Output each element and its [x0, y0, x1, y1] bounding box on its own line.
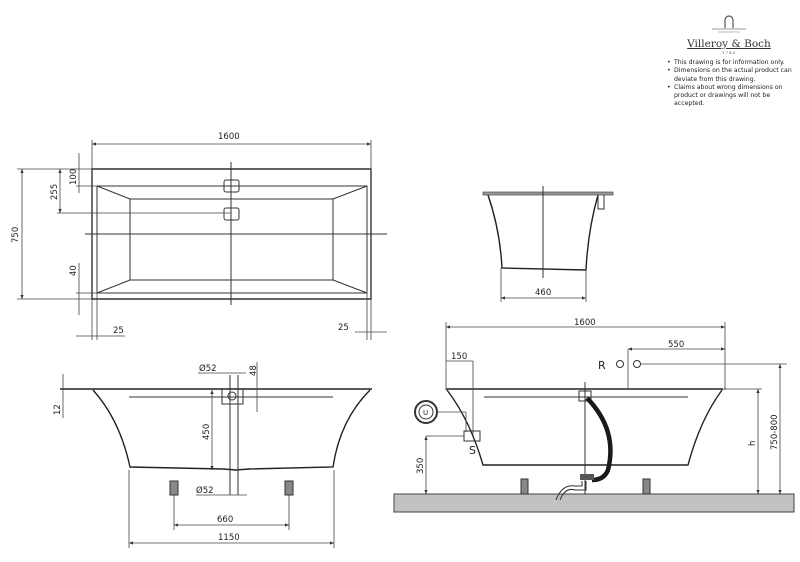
foot-icon: [520, 478, 529, 495]
label-s: S: [469, 444, 476, 457]
dim-length: 1600: [218, 132, 240, 142]
dim-drain-dia-top: Ø52: [199, 363, 217, 374]
overflow-icon: [578, 390, 592, 402]
dim-overflow-height: 48: [249, 365, 259, 376]
dim-height: h: [748, 441, 758, 446]
label-r: R: [598, 359, 606, 372]
dim-overflow-offset: 255: [50, 184, 60, 200]
brand-block: Villeroy & Boch 1748 This drawing is for…: [664, 10, 794, 109]
dim-rim-top: 100: [69, 169, 79, 185]
floor: [393, 493, 795, 513]
dim-rim-left: 25: [113, 326, 124, 336]
dim-base-width: 460: [535, 288, 551, 298]
note: Claims about wrong dimensions on product…: [667, 84, 794, 109]
drain-icon: [580, 474, 594, 480]
dim-install-length: 1600: [574, 318, 596, 328]
dim-supply-height: 350: [416, 458, 426, 474]
brand-year: 1748: [721, 50, 737, 55]
dim-tap-offset: 550: [668, 340, 684, 350]
dim-total-height: 750-800: [770, 414, 780, 450]
overflow-icon: [223, 179, 240, 193]
dim-rim-right: 25: [338, 323, 349, 333]
tap-connection-icon: [616, 360, 624, 368]
dim-rim: 12: [53, 404, 63, 415]
tap-connection-icon: [633, 360, 641, 368]
note: Dimensions on the actual product can dev…: [667, 67, 794, 84]
drain-hose: [585, 396, 613, 483]
foot-icon: [642, 478, 651, 495]
foot-icon: [169, 480, 179, 496]
drain-icon: [223, 207, 240, 221]
dim-width: 750: [11, 227, 21, 243]
dim-overflow-offset: 150: [451, 352, 467, 362]
brand-name: Villeroy & Boch: [687, 38, 771, 50]
dim-feet-spacing: 660: [217, 515, 233, 525]
disclaimer-notes: This drawing is for information only. Di…: [664, 59, 794, 109]
side-view: 460: [482, 186, 614, 302]
dim-drain-dia-bottom: Ø52: [196, 485, 214, 496]
label-u: U: [423, 409, 428, 417]
dim-rim-bottom: 40: [69, 265, 79, 276]
dim-base-length: 1150: [218, 533, 240, 543]
installation-view: 1600 550 150 R 750-800 h U S 350: [393, 318, 795, 513]
top-view: 1600 750 255 100 40 25 25: [11, 132, 387, 340]
logo-icon: [712, 15, 746, 33]
foot-icon: [284, 480, 294, 496]
dim-depth: 450: [202, 424, 212, 440]
front-view: 450 Ø52 48 12 Ø52 660 1150: [53, 362, 372, 548]
note: This drawing is for information only.: [667, 59, 794, 68]
